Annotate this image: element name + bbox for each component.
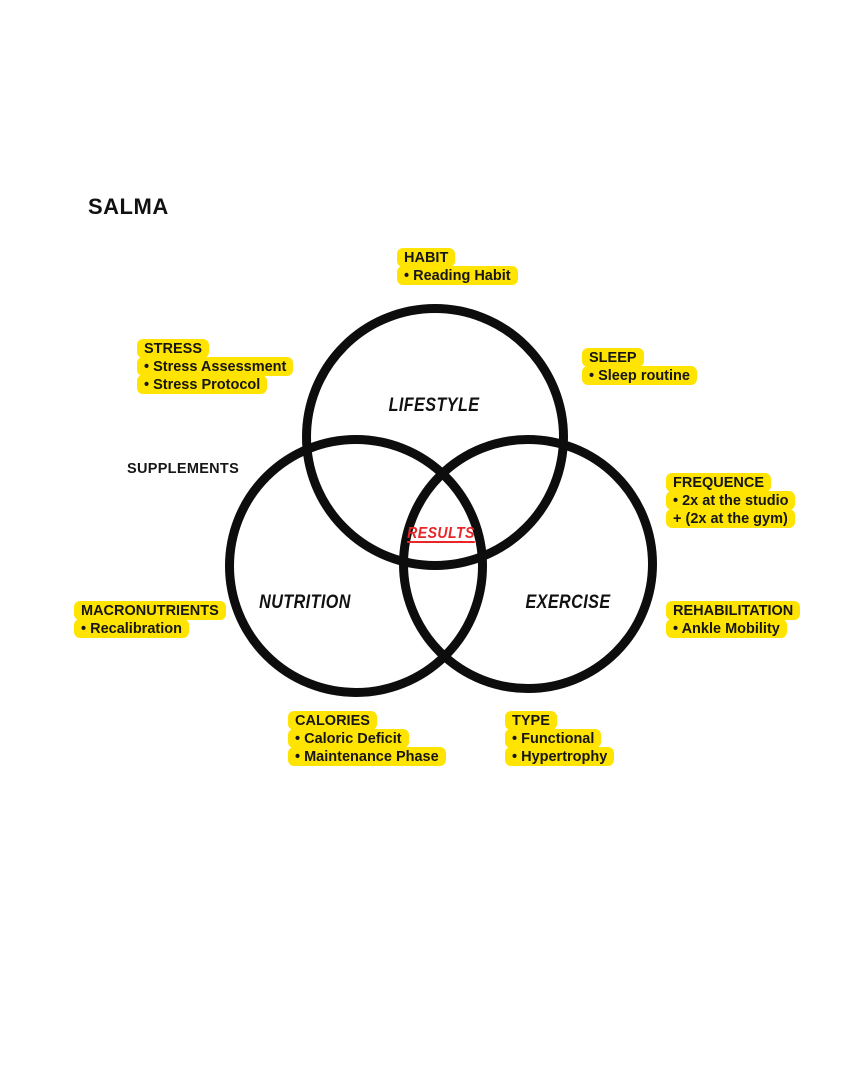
label-block-type: TYPE • Functional • Hypertrophy	[505, 711, 615, 766]
label-block-frequence: FREQUENCE • 2x at the studio + (2x at th…	[666, 473, 796, 528]
label-item: • Ankle Mobility	[666, 619, 787, 638]
label-item: • Stress Assessment	[137, 357, 294, 376]
circle-label-lifestyle: LIFESTYLE	[388, 395, 480, 416]
center-results-label: RESULTS	[407, 525, 475, 542]
circle-label-nutrition: NUTRITION	[259, 592, 351, 613]
label-title: SLEEP	[582, 348, 644, 367]
label-title: CALORIES	[288, 711, 377, 730]
label-item: • Maintenance Phase	[288, 747, 446, 766]
circle-exercise	[399, 435, 657, 693]
label-block-stress: STRESS • Stress Assessment • Stress Prot…	[137, 339, 294, 394]
page-title: SALMA	[88, 194, 169, 219]
label-item: • Sleep routine	[582, 366, 697, 385]
circle-label-exercise: EXERCISE	[525, 592, 611, 613]
label-item: • Reading Habit	[397, 266, 518, 285]
label-block-habit: HABIT • Reading Habit	[397, 248, 518, 285]
label-title: STRESS	[137, 339, 210, 358]
label-item: + (2x at the gym)	[666, 509, 795, 528]
label-title: SUPPLEMENTS	[127, 461, 240, 477]
label-block-macronutrients: MACRONUTRIENTS • Recalibration	[74, 601, 226, 638]
label-block-rehabilitation: REHABILITATION • Ankle Mobility	[666, 601, 801, 638]
label-title: REHABILITATION	[666, 601, 801, 620]
label-title: MACRONUTRIENTS	[74, 601, 226, 620]
label-title: HABIT	[397, 248, 456, 267]
label-item: • Stress Protocol	[137, 375, 268, 394]
label-block-supplements: SUPPLEMENTS	[127, 461, 239, 477]
label-item: • Hypertrophy	[505, 747, 615, 766]
label-item: • Caloric Deficit	[288, 729, 409, 748]
label-title: FREQUENCE	[666, 473, 772, 492]
label-item: • 2x at the studio	[666, 491, 796, 510]
label-block-sleep: SLEEP • Sleep routine	[582, 348, 697, 385]
label-title: TYPE	[505, 711, 557, 730]
label-block-calories: CALORIES • Caloric Deficit • Maintenance…	[288, 711, 446, 766]
label-item: • Recalibration	[74, 619, 189, 638]
label-item: • Functional	[505, 729, 602, 748]
